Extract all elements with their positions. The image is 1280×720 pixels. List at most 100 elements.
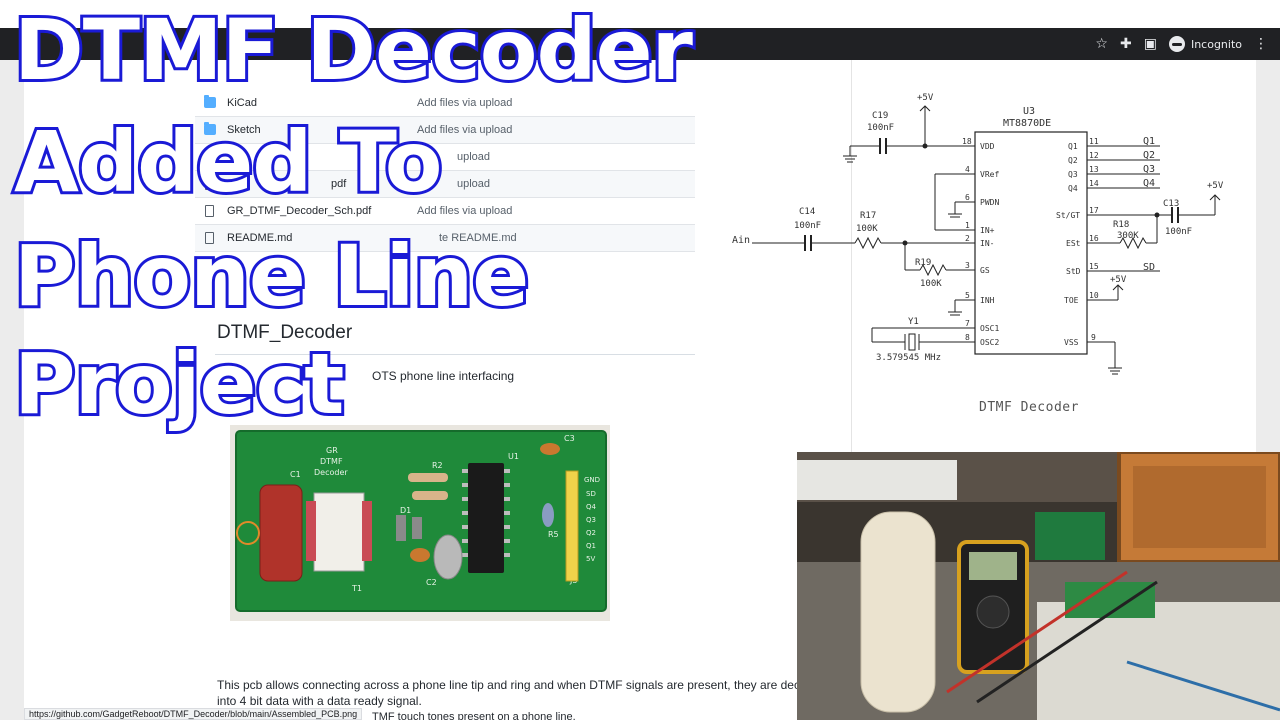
file-name[interactable]: README.md	[227, 232, 293, 244]
bench-setup-photo	[797, 452, 1280, 720]
diode	[412, 517, 422, 539]
diode	[396, 515, 406, 541]
file-name[interactable]: GR_DTMF_Decoder_Sch.pdf	[227, 205, 372, 217]
pcb-silk-text: Decoder	[314, 468, 348, 477]
pin-num: 12	[1089, 151, 1099, 160]
pin-name: StD	[1066, 267, 1081, 276]
file-icon	[205, 151, 214, 163]
commit-message[interactable]: upload	[457, 178, 491, 190]
net-label: Q2	[1143, 150, 1155, 161]
readme-title: DTMF_Decoder	[217, 322, 353, 343]
capacitor	[410, 548, 430, 562]
pcb-ref: D1	[400, 506, 411, 515]
title-line: DTMF Decoder	[11, 1, 696, 99]
pin-name: Q4	[1068, 184, 1078, 193]
transformer-t1	[313, 492, 365, 572]
pin-num: 1	[965, 221, 970, 230]
r19-value: 100K	[920, 279, 942, 289]
net-label: Q1	[1143, 136, 1155, 147]
pin-num: 9	[1091, 333, 1096, 342]
relay-module	[1035, 512, 1105, 560]
breadboard	[1037, 602, 1280, 720]
file-row-kicad[interactable]: KiCad Add files via upload	[195, 90, 695, 117]
pin-num: 6	[965, 193, 970, 202]
capacitor-c1	[259, 484, 303, 582]
pin-name: IN+	[980, 226, 995, 235]
c19-ref: C19	[872, 111, 888, 121]
r17-value: 100K	[856, 224, 878, 234]
resistor	[408, 473, 448, 482]
pin-name: TOE	[1064, 296, 1079, 305]
ic-ref: U3	[1023, 106, 1035, 117]
r17-ref: R17	[860, 211, 876, 221]
pin-name: VSS	[1064, 338, 1079, 347]
file-name[interactable]: Sketch	[227, 124, 261, 136]
pcb-silk-text: GR	[326, 446, 338, 455]
pin-num: 14	[1089, 179, 1099, 188]
pin-name: Q1	[1068, 142, 1078, 151]
capacitor	[542, 503, 554, 527]
pin-header-j3	[565, 470, 579, 582]
pin-num: 10	[1089, 291, 1099, 300]
pin-num: 17	[1089, 206, 1099, 215]
net-label: Q4	[1143, 178, 1155, 189]
vcc-label: +5V	[1207, 181, 1224, 191]
readme-subtitle: OTS phone line interfacing	[372, 369, 515, 383]
browser-toolbar	[0, 28, 1280, 60]
c13-value: 100nF	[1165, 227, 1192, 237]
pcb-ref: R5	[548, 530, 559, 539]
schematic-title: DTMF Decoder	[979, 400, 1079, 415]
pin-name: INH	[980, 296, 995, 305]
c14-value: 100nF	[794, 221, 821, 231]
pcb-ref: Q4	[586, 503, 597, 511]
pin-name: Q3	[1068, 170, 1078, 179]
file-row-readme[interactable]: README.md te README.md	[195, 225, 695, 252]
readme-paragraph: This pcb allows connecting across a phon…	[217, 678, 800, 692]
net-label: SD	[1143, 262, 1155, 273]
power-strip	[797, 460, 957, 500]
pin-name: IN-	[980, 239, 994, 248]
file-icon	[205, 205, 214, 217]
menu-kebab-icon[interactable]: ⋮	[1254, 36, 1268, 52]
file-name[interactable]: KiCad	[227, 97, 257, 109]
side-panel-icon[interactable]: ▣	[1143, 36, 1157, 52]
commit-message[interactable]: te README.md	[439, 232, 517, 244]
vcc-label: +5V	[917, 93, 934, 103]
file-row-sketch[interactable]: Sketch Add files via upload	[195, 117, 695, 144]
file-row-3[interactable]: upload	[195, 144, 695, 171]
pcb-silk-text: DTMF	[320, 457, 343, 466]
folder-icon	[204, 122, 216, 135]
pin-name: VRef	[980, 170, 999, 179]
pcb-ref: R2	[432, 461, 443, 470]
commit-message[interactable]: Add files via upload	[417, 124, 513, 136]
pin-name: St/GT	[1056, 211, 1080, 220]
c14-ref: C14	[799, 207, 815, 217]
file-row-4[interactable]: pdf upload	[195, 171, 695, 198]
ain-label: Ain	[732, 235, 750, 246]
file-row-schematic-pdf[interactable]: GR_DTMF_Decoder_Sch.pdf Add files via up…	[195, 198, 695, 225]
incognito-profile[interactable]: Incognito	[1168, 36, 1242, 52]
pcb-ref: Q2	[586, 529, 596, 537]
pin-num: 7	[965, 319, 970, 328]
column-divider	[851, 60, 852, 460]
partial-commit-header: date RE	[315, 64, 355, 76]
pin-num: 11	[1089, 137, 1099, 146]
commit-message[interactable]: Add files via upload	[417, 205, 513, 217]
incognito-label: Incognito	[1190, 37, 1242, 51]
ic-chip	[468, 463, 504, 573]
commit-message[interactable]: Add files via upload	[417, 97, 513, 109]
pcb-ref: SD	[586, 490, 596, 498]
pcb-ref: Q3	[586, 516, 596, 524]
resistor	[412, 491, 448, 500]
bookmark-star-icon[interactable]: ☆	[1095, 36, 1108, 52]
pcb-ref: C2	[426, 578, 437, 587]
capacitor-c3	[540, 443, 560, 455]
ic-part: MT8870DE	[1003, 118, 1051, 129]
net-label: Q3	[1143, 164, 1155, 175]
pin-name: OSC2	[980, 338, 999, 347]
commit-message[interactable]: upload	[457, 151, 491, 163]
pin-num: 3	[965, 261, 970, 270]
extensions-icon[interactable]: ✚	[1119, 36, 1132, 52]
file-name[interactable]: pdf	[331, 178, 347, 190]
browser-toolbar-actions: ☆ ✚ ▣ Incognito ⋮	[1095, 28, 1280, 60]
